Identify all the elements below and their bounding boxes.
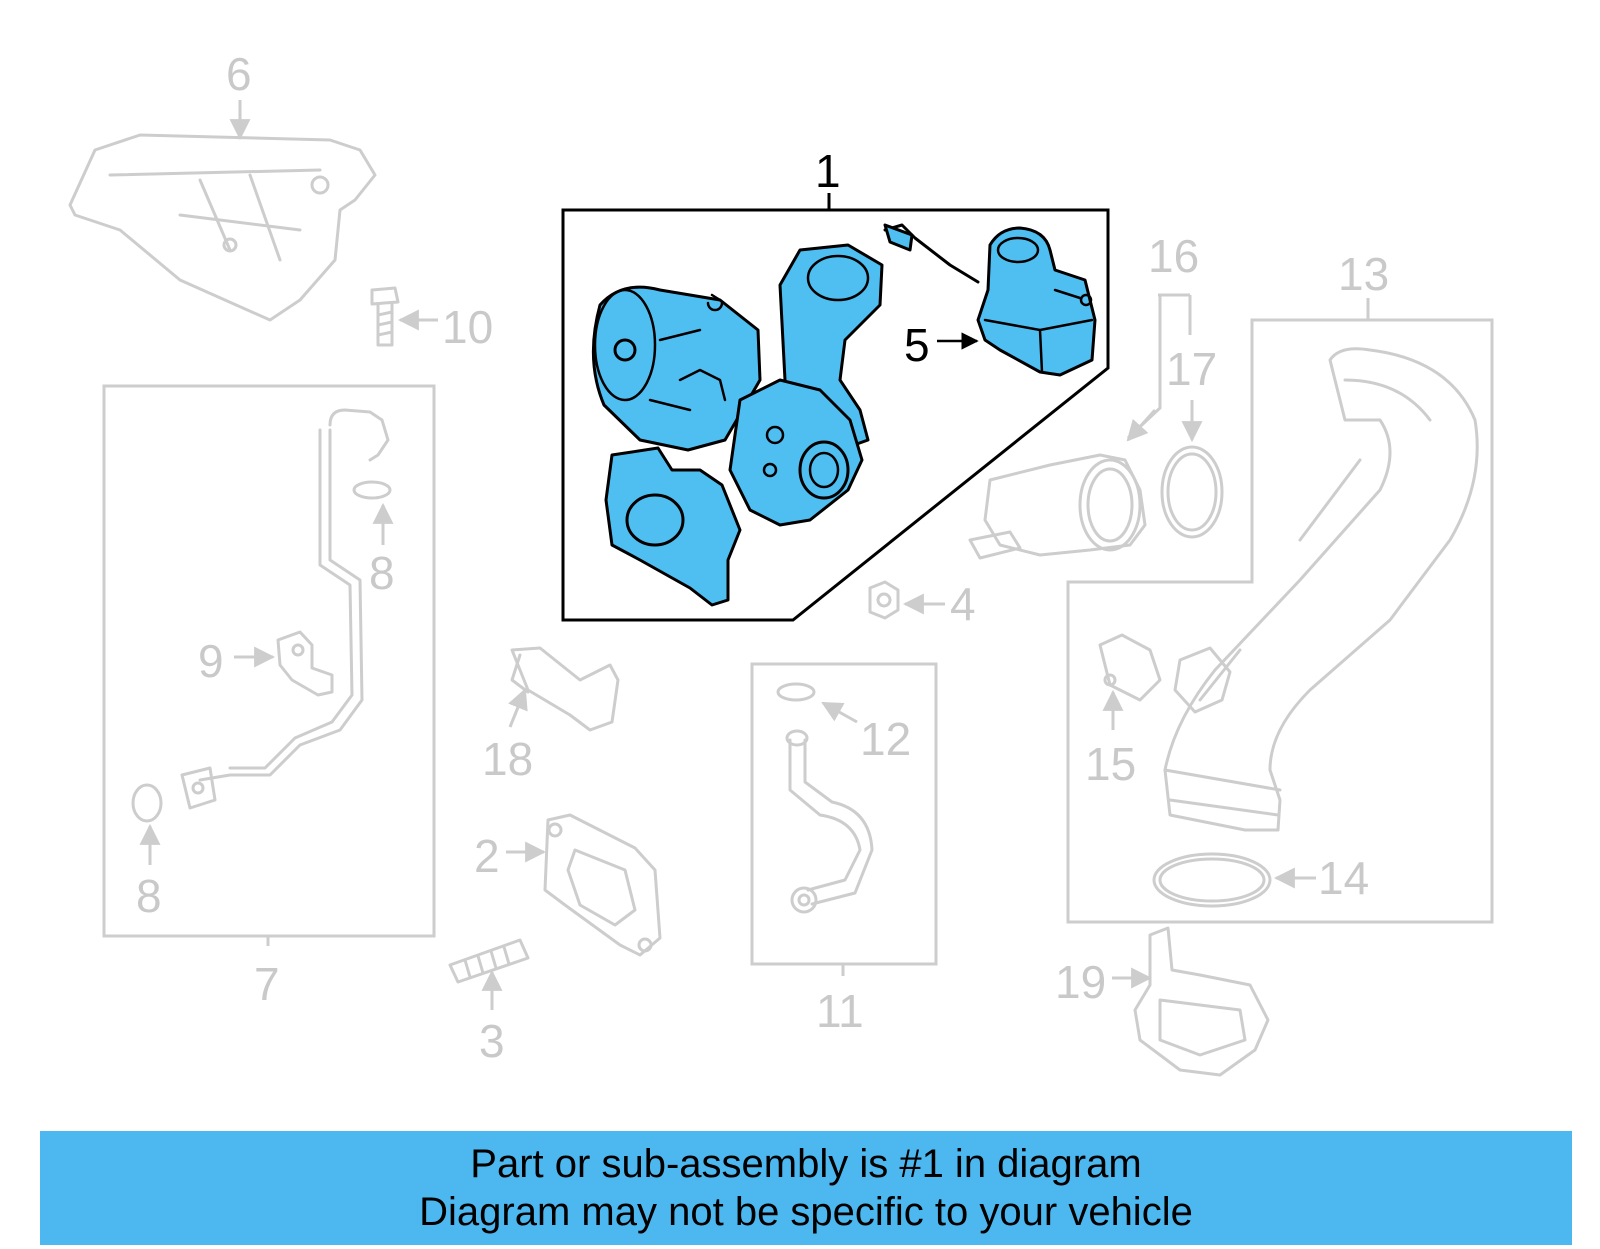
part-19-bracket[interactable]: [1133, 926, 1270, 1077]
callout-12: 12: [860, 713, 911, 765]
part-11-oil-return-pipe[interactable]: [785, 729, 874, 914]
callout-7: 7: [254, 958, 280, 1010]
callout-8a: 8: [369, 547, 395, 599]
info-banner: Part or sub-assembly is #1 in diagram Di…: [40, 1131, 1572, 1245]
part-7-oil-feed-pipe[interactable]: [180, 408, 390, 810]
callout-1: 1: [815, 145, 841, 197]
callout-15: 15: [1085, 738, 1136, 790]
callout-16: 16: [1148, 230, 1199, 282]
callout-10: 10: [442, 301, 493, 353]
part-17-seal-ring[interactable]: [1160, 445, 1224, 539]
part-18-sensor[interactable]: [510, 646, 620, 732]
part-15-sensor[interactable]: [1098, 633, 1162, 702]
box-7: [102, 384, 436, 938]
part-5-actuator[interactable]: [883, 223, 1097, 377]
part-12-seal[interactable]: [776, 682, 816, 702]
box-13: [1066, 318, 1494, 924]
box-1: [561, 208, 1110, 622]
part-2-gasket[interactable]: [543, 813, 662, 957]
callout-4: 4: [950, 578, 976, 630]
callout-6: 6: [226, 48, 252, 100]
part-9-sensor[interactable]: [276, 630, 334, 697]
leader-16-arrow: [1126, 408, 1157, 442]
leader-18: [508, 688, 528, 728]
box-11: [750, 662, 938, 966]
part-14-seal[interactable]: [1152, 852, 1272, 908]
part-1-turbocharger[interactable]: [591, 243, 884, 607]
callout-8b: 8: [136, 870, 162, 922]
callout-19: 19: [1055, 956, 1106, 1008]
banner-line-2: Diagram may not be specific to your vehi…: [419, 1190, 1193, 1234]
callout-5: 5: [904, 319, 930, 371]
banner-line-1: Part or sub-assembly is #1 in diagram: [470, 1142, 1142, 1186]
part-6-heat-shield[interactable]: [68, 133, 377, 322]
callout-17: 17: [1166, 343, 1217, 395]
leader-12: [821, 701, 858, 724]
part-8-seal-lower[interactable]: [131, 783, 163, 823]
part-16-intake-connector[interactable]: [968, 453, 1147, 560]
part-10-bolt[interactable]: [370, 286, 400, 347]
part-4-nut[interactable]: [868, 580, 900, 620]
part-13-intake-pipe[interactable]: [1163, 347, 1479, 832]
callout-18: 18: [482, 733, 533, 785]
callout-11: 11: [816, 985, 864, 1037]
part-8-seal-upper[interactable]: [352, 480, 392, 500]
callout-9: 9: [198, 635, 224, 687]
callout-3: 3: [479, 1015, 505, 1067]
callout-13: 13: [1338, 248, 1389, 300]
callout-14: 14: [1318, 852, 1369, 904]
part-3-stud[interactable]: [448, 938, 530, 984]
callout-2: 2: [474, 830, 500, 882]
